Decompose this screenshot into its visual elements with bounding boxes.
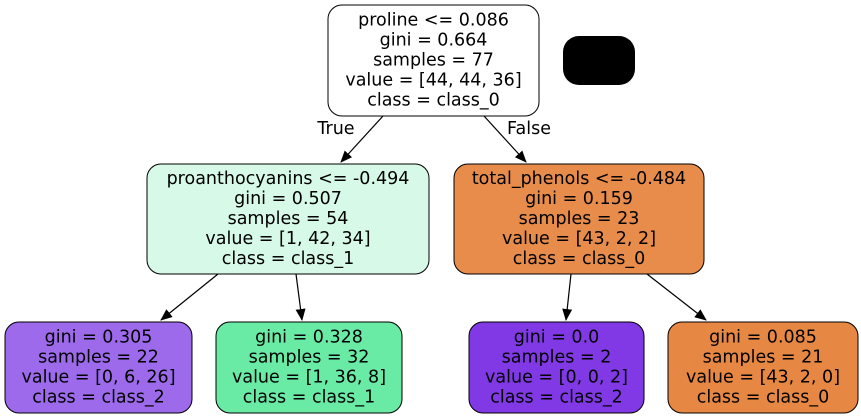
tree-node-line: value = [1, 42, 34] — [205, 229, 370, 249]
tree-node-line: samples = 54 — [228, 209, 349, 229]
edge-n1-n4 — [295, 273, 306, 321]
redaction-box — [563, 36, 635, 85]
tree-node-line: gini = 0.159 — [525, 189, 633, 209]
tree-node-line: gini = 0.328 — [255, 328, 363, 348]
tree-node-line: samples = 21 — [703, 348, 824, 368]
tree-node-line: proline <= 0.086 — [358, 11, 509, 31]
tree-node-line: class = class_2 — [490, 388, 623, 408]
tree-node-box — [146, 163, 430, 275]
edge-n0-n1 — [340, 115, 384, 163]
tree-node-line: samples = 23 — [519, 209, 640, 229]
tree-node-line: class = class_0 — [367, 91, 500, 111]
tree-node-line: value = [0, 6, 26] — [21, 368, 175, 388]
tree-node-box — [667, 321, 859, 414]
tree-node-line: samples = 22 — [38, 348, 159, 368]
tree-node-box — [4, 321, 193, 414]
tree-node-line: total_phenols <= -0.484 — [472, 169, 686, 189]
tree-node-line: value = [43, 2, 0] — [686, 368, 840, 388]
tree-node-line: class = class_1 — [243, 388, 376, 408]
tree-node-line: class = class_0 — [513, 249, 646, 269]
tree-node-line: samples = 2 — [502, 348, 612, 368]
edge-label-true: True — [316, 119, 354, 139]
tree-node-line: samples = 32 — [249, 348, 370, 368]
tree-node-line: gini = 0.664 — [380, 31, 488, 51]
tree-node-line: samples = 77 — [373, 51, 494, 71]
edge-n2-n5 — [562, 273, 573, 321]
tree-node-box — [453, 163, 705, 275]
tree-node-box — [215, 321, 403, 414]
tree-node-box — [327, 4, 540, 117]
edges — [160, 115, 707, 321]
tree-node-line: gini = 0.507 — [234, 189, 342, 209]
tree-node-line: value = [44, 44, 36] — [345, 71, 521, 91]
edge-n0-n2 — [483, 115, 527, 163]
tree-node-line: proanthocyanins <= -0.494 — [167, 169, 410, 189]
tree-node-line: value = [43, 2, 2] — [502, 229, 656, 249]
tree-node-line: class = class_0 — [697, 388, 830, 408]
tree-node-line: value = [1, 36, 8] — [232, 368, 386, 388]
tree-node-line: gini = 0.0 — [514, 328, 600, 348]
tree-node-line: class = class_1 — [222, 249, 355, 269]
tree-node-line: class = class_2 — [32, 388, 165, 408]
tree-node-line: gini = 0.085 — [709, 328, 817, 348]
edge-label-false: False — [507, 119, 551, 139]
tree-node-line: value = [0, 0, 2] — [485, 368, 628, 388]
tree-node-box — [468, 321, 645, 414]
tree-node-line: gini = 0.305 — [45, 328, 153, 348]
edge-n1-n3 — [160, 273, 219, 321]
edge-n2-n6 — [646, 273, 707, 321]
